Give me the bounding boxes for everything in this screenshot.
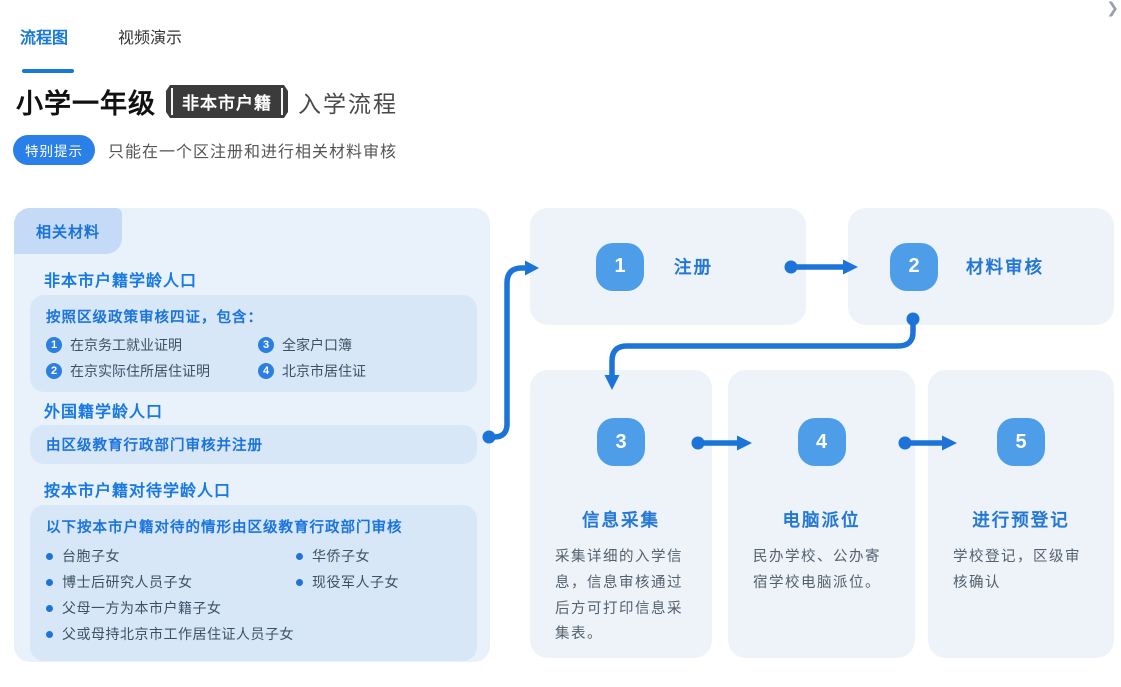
step-label: 进行预登记 [972, 510, 1070, 530]
step-card-pre-registration: 5 进行预登记 学校登记，区级审核确认 [928, 370, 1114, 658]
section-heading-treated-as-local: 按本市户籍对待学龄人口 [44, 483, 232, 500]
step-card-material-review: 2 材料审核 [848, 208, 1114, 325]
certificate-label: 在京务工就业证明 [70, 337, 182, 353]
certificate-label: 在京实际住所居住证明 [70, 363, 210, 379]
step-number-badge: 3 [597, 418, 645, 466]
household-status-badge: 非本市户籍 [166, 85, 288, 118]
treated-as-local-columns: 台胞子女 博士后研究人员子女 父母一方为本市户籍子女 父或母持北京市工作居住证人… [46, 546, 461, 650]
step-label: 信息采集 [582, 510, 660, 530]
list-item-label: 父母一方为本市户籍子女 [62, 600, 222, 616]
foreign-review-box: 由区级教育行政部门审核并注册 [30, 425, 477, 464]
step-number-badge: 4 [797, 418, 846, 466]
special-tip-badge: 特别提示 [13, 135, 95, 165]
bullet-dot-icon [46, 552, 53, 560]
bullet-dot-icon [296, 552, 303, 560]
certificate-item: 2 在京实际住所居住证明 [46, 361, 258, 381]
bullet-column-right: 华侨子女 现役军人子女 [296, 546, 461, 650]
list-item-label: 华侨子女 [312, 548, 370, 564]
list-item-label: 台胞子女 [62, 548, 120, 564]
tab-bar: 流程图 视频演示 [20, 24, 183, 73]
special-tip-text: 只能在一个区注册和进行相关材料审核 [108, 144, 398, 161]
step-card-computer-allocation: 4 电脑派位 民办学校、公办寄宿学校电脑派位。 [728, 370, 915, 658]
certificate-label: 北京市居住证 [282, 363, 366, 379]
step-label: 电脑派位 [782, 510, 861, 530]
list-item: 台胞子女 [46, 546, 296, 566]
list-item-label: 现役军人子女 [312, 574, 399, 590]
step-description: 民办学校、公办寄宿学校电脑派位。 [753, 549, 881, 591]
related-materials-badge: 相关材料 [14, 208, 123, 254]
expand-chevron-icon[interactable]: ❯ [1106, 0, 1119, 17]
related-materials-panel: 相关材料 非本市户籍学龄人口 按照区级政策审核四证，包含： 1 在京务工就业证明… [14, 208, 490, 662]
certificate-item: 4 北京市居住证 [258, 361, 461, 381]
bullet-column-left: 台胞子女 博士后研究人员子女 父母一方为本市户籍子女 父或母持北京市工作居住证人… [46, 546, 296, 650]
bullet-dot-icon [46, 630, 53, 638]
step-label: 注册 [674, 257, 713, 277]
list-item: 华侨子女 [296, 546, 461, 566]
treated-as-local-header: 以下按本市户籍对待的情形由区级教育行政部门审核 [46, 520, 403, 536]
requirements-box-header: 按照区级政策审核四证，包含： [46, 310, 263, 326]
connector-panel-to-step1 [486, 265, 528, 440]
section-heading-foreign: 外国籍学龄人口 [44, 404, 164, 421]
title-suffix-text: 入学流程 [298, 90, 398, 117]
certificate-grid: 1 在京务工就业证明 3 全家户口簿 2 在京实际住所居住证明 4 北京市居住证 [46, 335, 461, 381]
tab-flowchart[interactable]: 流程图 [20, 24, 75, 73]
special-tip: 特别提示 只能在一个区注册和进行相关材料审核 [13, 135, 397, 165]
bullet-dot-icon [46, 604, 53, 612]
treated-as-local-box: 以下按本市户籍对待的情形由区级教育行政部门审核 台胞子女 博士后研究人员子女 父… [30, 505, 477, 661]
step-number-badge: 1 [596, 242, 644, 291]
certificate-item: 3 全家户口簿 [258, 335, 461, 355]
list-item: 父或母持北京市工作居住证人员子女 [46, 624, 296, 644]
non-local-requirements-box: 按照区级政策审核四证，包含： 1 在京务工就业证明 3 全家户口簿 2 在京实际… [30, 295, 477, 392]
step-card-info-collection: 3 信息采集 采集详细的入学信息，信息审核通过后方可打印信息采集表。 [530, 370, 712, 658]
bullet-dot-icon [296, 578, 303, 586]
certificate-label: 全家户口簿 [282, 337, 352, 353]
certificate-item: 1 在京务工就业证明 [46, 335, 258, 355]
list-item: 现役军人子女 [296, 572, 461, 592]
number-3-icon: 3 [258, 337, 274, 353]
number-4-icon: 4 [258, 363, 274, 379]
number-1-icon: 1 [46, 337, 62, 353]
connector-step2-to-step3 [609, 316, 916, 378]
foreign-review-text: 由区级教育行政部门审核并注册 [46, 438, 263, 454]
title-grade-text: 小学一年级 [16, 89, 156, 119]
list-item-label: 父或母持北京市工作居住证人员子女 [62, 626, 294, 642]
list-item-label: 博士后研究人员子女 [62, 574, 193, 590]
step-card-register: 1 注册 [530, 208, 806, 325]
list-item: 博士后研究人员子女 [46, 572, 296, 592]
step-label: 材料审核 [966, 257, 1044, 277]
step-number-badge: 5 [997, 418, 1045, 466]
number-2-icon: 2 [46, 363, 62, 379]
step-description: 学校登记，区级审核确认 [953, 549, 1081, 591]
step-description: 采集详细的入学信息，信息审核通过后方可打印信息采集表。 [555, 549, 683, 643]
list-item: 父母一方为本市户籍子女 [46, 598, 296, 618]
tab-video-demo[interactable]: 视频演示 [118, 30, 183, 47]
section-heading-non-local: 非本市户籍学龄人口 [44, 273, 198, 290]
page-title: 小学一年级 非本市户籍 入学流程 [16, 82, 398, 121]
step-number-badge: 2 [890, 242, 938, 291]
bullet-dot-icon [46, 578, 53, 586]
